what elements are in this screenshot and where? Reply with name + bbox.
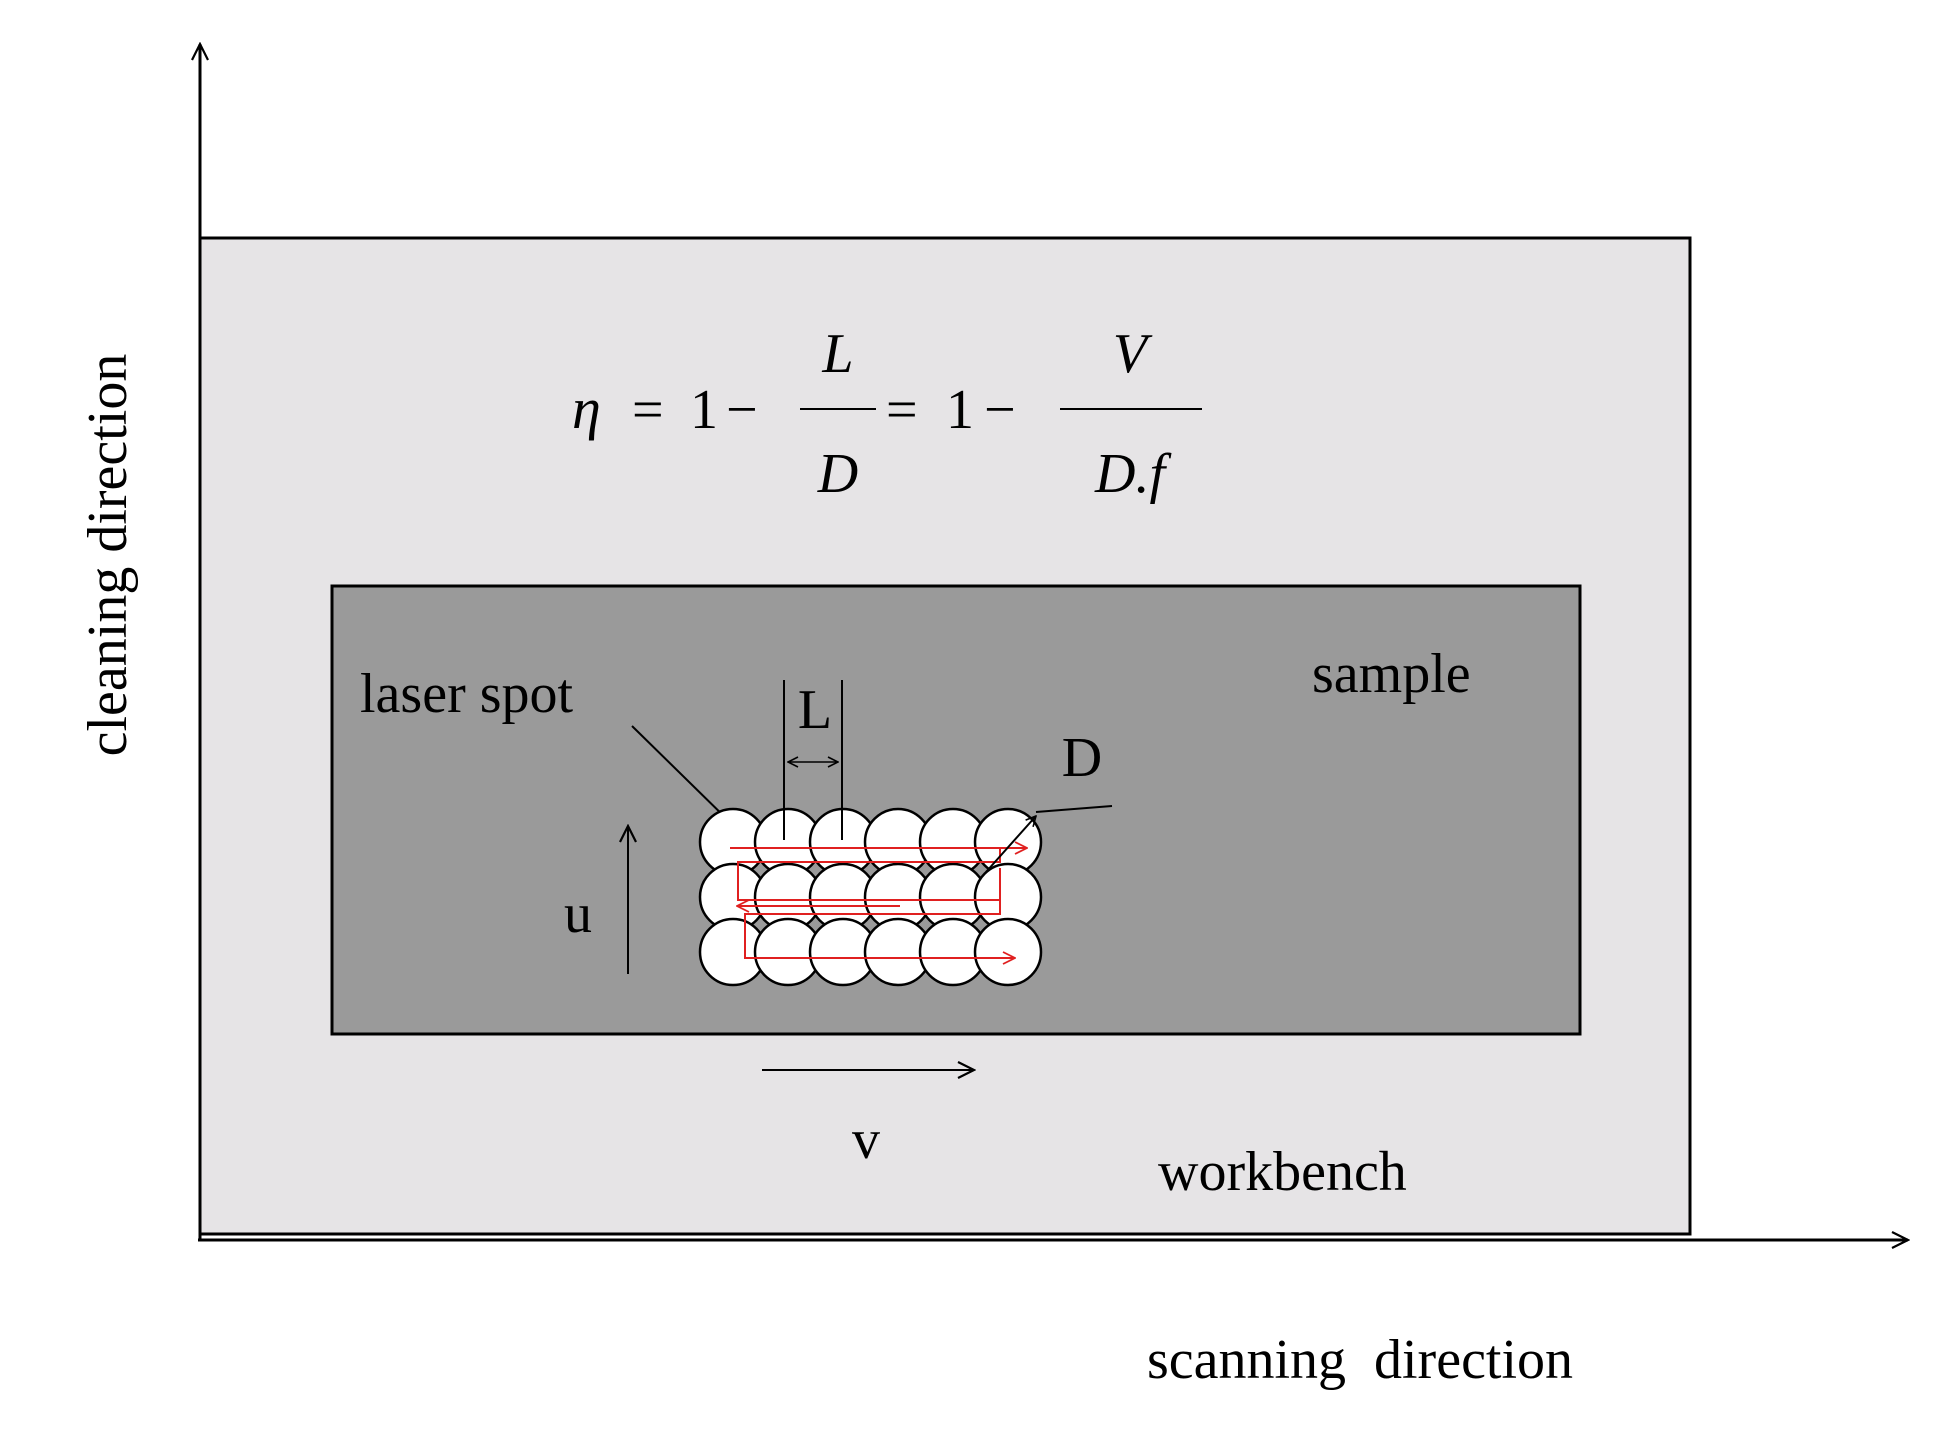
D-leader-line bbox=[1035, 805, 1113, 813]
laser-spot-label: laser spot bbox=[360, 663, 574, 725]
D-diameter-line bbox=[985, 816, 1036, 873]
formula-minus-1: − bbox=[726, 379, 758, 441]
formula-equals-1: = bbox=[632, 379, 664, 441]
formula-numerator-2: V bbox=[1113, 323, 1153, 385]
y-axis-label: cleaning direction bbox=[77, 354, 139, 757]
efficiency-formula: η = 1 − L D = 1 − V D.f bbox=[572, 323, 1202, 505]
L-label: L bbox=[798, 679, 832, 741]
v-label: v bbox=[852, 1109, 880, 1171]
formula-denominator-1: D bbox=[817, 443, 858, 505]
u-label: u bbox=[564, 883, 592, 945]
laser-spot-circle bbox=[973, 917, 1043, 987]
laser-spot-grid bbox=[698, 807, 1043, 987]
D-dimension: D bbox=[985, 727, 1113, 873]
formula-minus-2: − bbox=[984, 379, 1016, 441]
formula-numerator-1: L bbox=[821, 323, 853, 385]
x-axis-label: scanning direction bbox=[1147, 1329, 1573, 1391]
formula-one-1: 1 bbox=[690, 379, 718, 441]
workbench-label: workbench bbox=[1158, 1141, 1407, 1203]
L-dimension: L bbox=[783, 679, 843, 840]
formula-one-2: 1 bbox=[946, 379, 974, 441]
sample-label: sample bbox=[1312, 643, 1471, 705]
D-label: D bbox=[1062, 727, 1102, 789]
formula-eta: η bbox=[572, 376, 601, 441]
formula-equals-2: = bbox=[886, 379, 918, 441]
formula-denominator-2: D.f bbox=[1094, 443, 1172, 505]
